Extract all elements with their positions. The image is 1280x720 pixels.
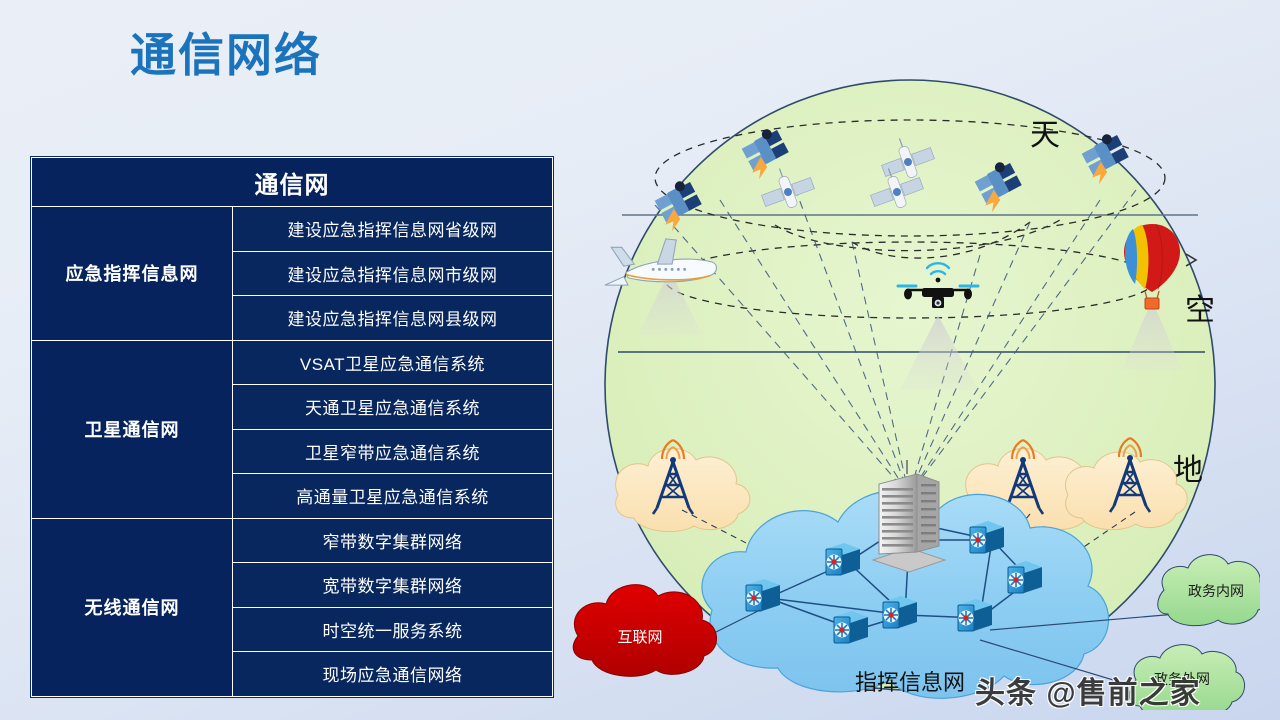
table-row[interactable]: 宽带数字集群网络 — [32, 562, 553, 608]
router-icon — [825, 542, 861, 576]
table-row[interactable]: 卫星窄带应急通信系统 — [32, 428, 553, 474]
watermark: 头条 @售前之家 — [975, 677, 1201, 710]
command-building-icon — [871, 460, 947, 573]
signal-beams — [638, 270, 1182, 390]
airplane-icon — [604, 238, 718, 286]
table-cell-item[interactable]: 高通量卫星应急通信系统 — [232, 473, 553, 519]
router-icon — [957, 598, 993, 632]
table-cell-item[interactable]: 建设应急指挥信息网省级网 — [232, 206, 553, 252]
page-title: 通信网络 — [130, 29, 322, 81]
layer-label-sky: 天 — [1030, 119, 1060, 152]
table-cell-item[interactable]: 卫星窄带应急通信系统 — [232, 428, 553, 474]
internet-cloud[interactable]: 互联网 — [572, 584, 717, 677]
group-label-wireless: 无线通信网 — [31, 517, 233, 697]
communication-network-table: 通信网 应急指挥信息网 建设应急指挥信息网省级网 建设应急指挥信息网市级网 建设… — [31, 157, 553, 697]
table-cell-item[interactable]: 宽带数字集群网络 — [232, 562, 553, 608]
internet-cloud-label: 互联网 — [617, 629, 662, 646]
router-icon — [833, 610, 869, 644]
table-row[interactable]: 无线通信网 窄带数字集群网络 — [31, 517, 553, 697]
hot-air-balloon-icon — [1124, 224, 1198, 310]
command-network-cloud — [701, 490, 1110, 699]
table-cell-item[interactable]: 现场应急通信网络 — [232, 651, 553, 697]
gov-extranet-label: 政务外网 — [1154, 671, 1210, 687]
router-icon — [745, 578, 781, 612]
table-row[interactable]: 现场应急通信网络 — [32, 651, 553, 697]
gov-extranet-cloud[interactable]: 政务外网 — [1129, 644, 1245, 710]
router-icon — [969, 520, 1005, 554]
layer-label-ground: 地 — [1173, 454, 1203, 487]
table-row[interactable]: 高通量卫星应急通信系统 — [32, 473, 553, 519]
network-architecture-diagram: 天 空 地 — [560, 70, 1260, 710]
tower-cloud-group — [615, 436, 1188, 532]
router-icon — [882, 595, 918, 629]
table-header-title: 通信网 — [31, 157, 553, 207]
table-cell-item[interactable]: 建设应急指挥信息网市级网 — [232, 250, 553, 296]
gov-intranet-cloud[interactable]: 政务内网 — [1157, 554, 1260, 627]
downlink-rays — [654, 187, 1137, 496]
table-row[interactable]: 建设应急指挥信息网县级网 — [32, 295, 553, 341]
gov-intranet-label: 政务内网 — [1188, 583, 1244, 599]
table-cell-item[interactable]: 建设应急指挥信息网县级网 — [232, 295, 553, 341]
table-cell-item[interactable]: 窄带数字集群网络 — [232, 517, 553, 563]
router-icon — [1007, 560, 1043, 594]
core-cloud-label: 指挥信息网 — [855, 670, 965, 695]
table-row[interactable]: 建设应急指挥信息网市级网 — [32, 250, 553, 296]
table-row[interactable]: 应急指挥信息网 建设应急指挥信息网省级网 — [31, 206, 553, 341]
table-cell-item[interactable]: VSAT卫星应急通信系统 — [232, 339, 553, 385]
table-cell-item[interactable]: 时空统一服务系统 — [232, 606, 553, 652]
table-header-row: 通信网 — [31, 157, 553, 207]
table-row[interactable]: 卫星通信网 VSAT卫星应急通信系统 — [31, 339, 553, 519]
drone-icon — [896, 262, 980, 308]
group-label-satellite: 卫星通信网 — [31, 339, 233, 519]
layer-label-air: 空 — [1185, 294, 1215, 327]
group-label-emergency-command: 应急指挥信息网 — [31, 206, 233, 341]
table-cell-item[interactable]: 天通卫星应急通信系统 — [232, 384, 553, 430]
table-row[interactable]: 时空统一服务系统 — [32, 606, 553, 652]
